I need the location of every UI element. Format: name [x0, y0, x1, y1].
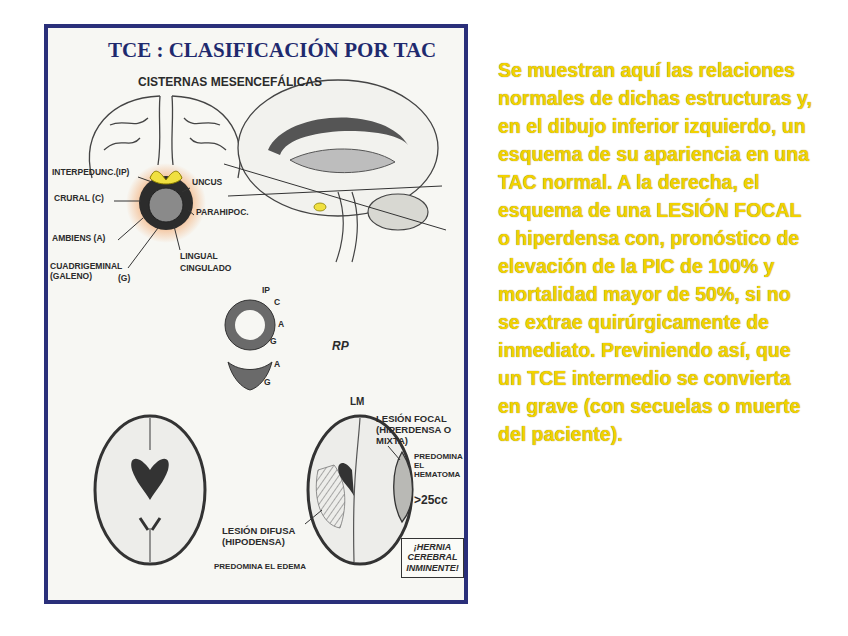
axial-normal: [95, 416, 205, 564]
leader-line: [388, 446, 400, 460]
cerebellum: [368, 194, 428, 230]
callout-letter: RP: [332, 340, 349, 354]
gyri: [104, 118, 148, 150]
brainstem-core: [149, 188, 183, 222]
annotation: LESIÓN DIFUSA (HIPODENSA): [222, 526, 326, 548]
sagittal-brain: [224, 80, 446, 262]
shifted-midline: [354, 418, 360, 562]
callout-letter: G: [270, 337, 277, 347]
ventricle-horns: [140, 518, 160, 530]
hemisphere-outline: [89, 96, 160, 178]
callout-letter: (G): [118, 274, 130, 284]
description: Se muestran aquí las relaciones normales…: [498, 56, 816, 448]
annotation: LESIÓN FOCAL (HIPERDENSA O MIXTA): [376, 414, 466, 447]
callout-letter: LM: [350, 396, 364, 408]
part-name: PARAHIPOC.: [196, 208, 249, 218]
midline: [149, 418, 150, 450]
interpeduncular-cistern: [150, 171, 182, 184]
cistern-ring: [230, 305, 270, 345]
dimension: >25cc: [414, 494, 448, 508]
leader-line: [305, 510, 322, 524]
part-name: CRURAL (C): [54, 194, 104, 204]
annotation: PREDOMINA EL HEMATOMA: [414, 452, 464, 480]
cistern-ring-outline: [225, 300, 275, 350]
callout-letter: A: [274, 360, 280, 370]
ventricles: [338, 463, 354, 496]
annotation: PREDOMINA EL EDEMA: [214, 562, 306, 571]
callout-letter: A: [278, 320, 284, 330]
cistern-spot: [314, 203, 326, 211]
part-name: INTERPEDUNC.(IP): [52, 168, 129, 178]
warning-box: ¡HERNIA CEREBRAL INMINENTE!: [401, 538, 464, 578]
skull: [95, 416, 205, 564]
part-name: CINGULADO: [180, 264, 231, 274]
part-name: UNCUS: [192, 178, 222, 188]
section-heading: CISTERNAS MESENCEFÁLICAS: [138, 76, 322, 90]
frame: [46, 26, 466, 602]
gyri: [184, 118, 226, 150]
part-name: LINGUAL: [180, 252, 218, 262]
fissure: [172, 96, 173, 165]
part-name: AMBIENS (A): [52, 234, 105, 244]
cistern-glow: [126, 163, 206, 243]
callout-letter: IP: [262, 286, 270, 296]
fissure: [158, 96, 160, 165]
midline: [149, 528, 150, 562]
callout-letter: G: [264, 378, 271, 388]
cistern-crescent: [228, 362, 272, 390]
focal-lesion: [394, 452, 413, 522]
callout-letter: C: [274, 298, 280, 308]
warning-text: ¡HERNIA CEREBRAL INMINENTE!: [406, 542, 459, 573]
scan-plane: [228, 186, 442, 196]
title: TCE : CLASIFICACIÓN POR TAC: [108, 38, 436, 62]
ventricles: [131, 459, 169, 500]
diencephalon: [290, 149, 395, 173]
scan-plane: [224, 164, 446, 230]
